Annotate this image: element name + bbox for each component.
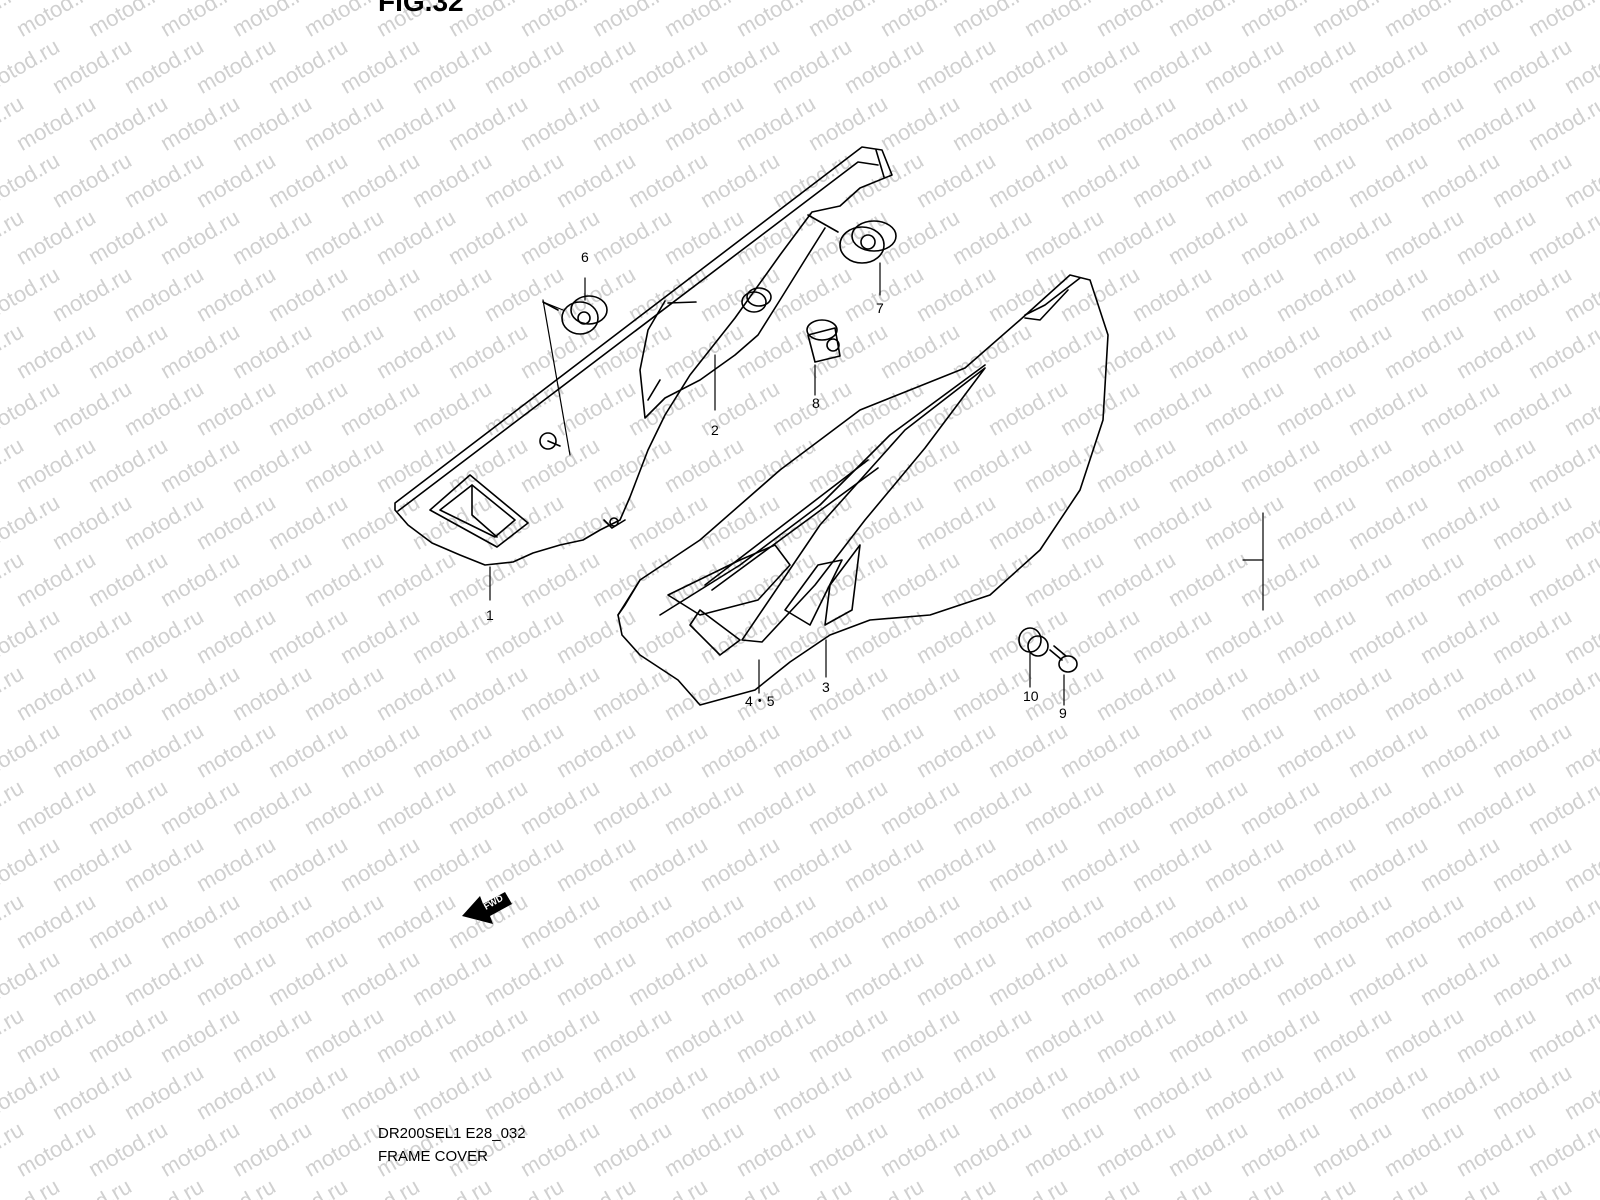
side-cover [617,274,1109,706]
callout-4-5: 4・5 [745,693,775,709]
callout-10: 10 [1023,688,1039,704]
grommet-6 [542,295,608,335]
diagram-code: DR200SEL1 E28_032 [378,1125,526,1142]
fwd-arrow-icon: FWD [462,892,512,924]
callout-7: 7 [876,300,884,316]
callout-3: 3 [822,679,830,695]
frame-cover-upper [394,146,893,566]
callout-1: 1 [486,607,494,623]
callout-6: 6 [581,249,589,265]
callout-2: 2 [711,422,719,438]
upper-grommet [741,287,772,313]
spacer-8 [806,319,841,363]
figure-title: FIG.32 [378,0,464,17]
cushion-7 [839,220,897,264]
grommet-10 [1018,627,1049,657]
diagram-name: FRAME COVER [378,1148,489,1165]
callout-8: 8 [812,395,820,411]
bolt-9 [1049,645,1078,673]
callout-9: 9 [1059,705,1067,721]
lead-lines [489,262,1264,706]
